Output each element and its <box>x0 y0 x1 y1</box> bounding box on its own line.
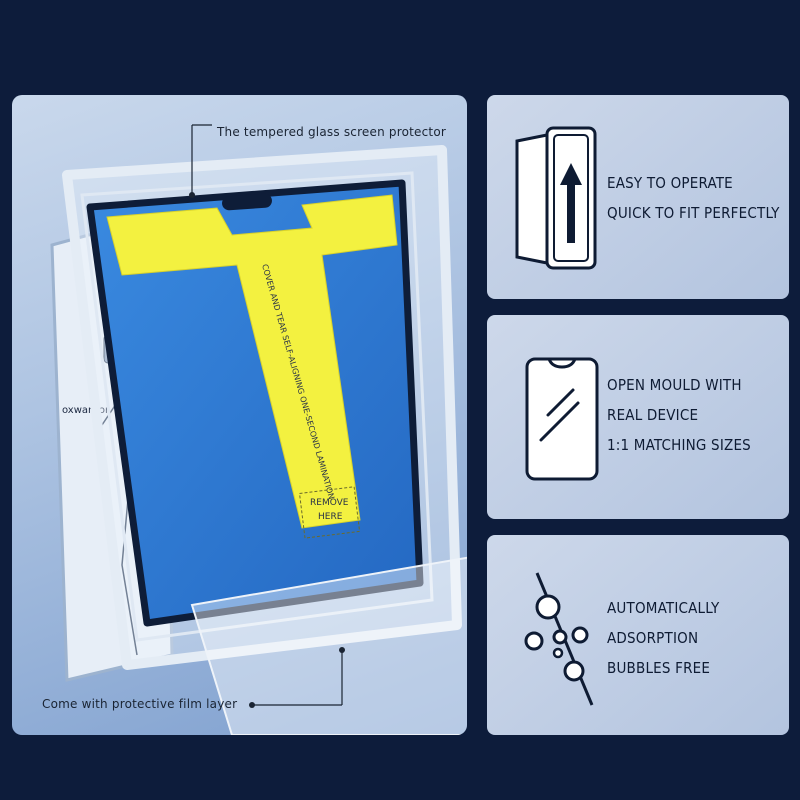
protective-film <box>190 556 467 735</box>
remove-here-box <box>298 486 361 539</box>
feature-card-easy: EASY TO OPERATE QUICK TO FIT PERFECTLY <box>487 95 789 299</box>
alignment-sticker <box>106 194 398 529</box>
callout-top-dot <box>189 192 195 198</box>
feature-line: OPEN MOULD WITH <box>607 376 742 394</box>
feature-line: ADSORPTION <box>607 629 699 647</box>
remove-label-2: HERE <box>318 512 343 522</box>
feature-line: AUTOMATICALLY <box>607 599 720 617</box>
label-tempered-glass: The tempered glass screen protector <box>217 125 447 139</box>
callout-bottom-dot <box>339 647 345 653</box>
callout-bottom-end-dot <box>249 702 255 708</box>
remove-label-1: REMOVE <box>310 498 349 508</box>
feature-text-bubbles: AUTOMATICALLY ADSORPTION BUBBLES FREE <box>607 593 719 683</box>
feature-line: EASY TO OPERATE <box>607 174 733 192</box>
tray-inner-rim <box>80 171 434 642</box>
feature-card-mould: OPEN MOULD WITH REAL DEVICE 1:1 MATCHING… <box>487 315 789 519</box>
screen-protector-illustration: oxwarrior COVER AND TEAR SELF-ALIGNING O… <box>50 124 467 735</box>
feature-card-bubbles: AUTOMATICALLY ADSORPTION BUBBLES FREE <box>487 535 789 735</box>
feature-line: BUBBLES FREE <box>607 659 711 677</box>
feature-line: QUICK TO FIT PERFECTLY <box>607 204 780 222</box>
phone-frame-arrow-icon <box>515 126 597 270</box>
label-protective-film: Come with protective film layer <box>42 697 238 711</box>
bubbles-icon <box>524 572 594 706</box>
brand-text: oxwarrior <box>62 405 110 416</box>
feature-line: REAL DEVICE <box>607 406 699 424</box>
feature-text-easy: EASY TO OPERATE QUICK TO FIT PERFECTLY <box>607 168 780 228</box>
product-illustration-panel: oxwarrior COVER AND TEAR SELF-ALIGNING O… <box>12 95 467 735</box>
dynamic-island <box>222 193 272 211</box>
phone-mould-icon <box>525 357 599 481</box>
feature-line: 1:1 MATCHING SIZES <box>607 436 751 454</box>
feature-text-mould: OPEN MOULD WITH REAL DEVICE 1:1 MATCHING… <box>607 370 751 460</box>
